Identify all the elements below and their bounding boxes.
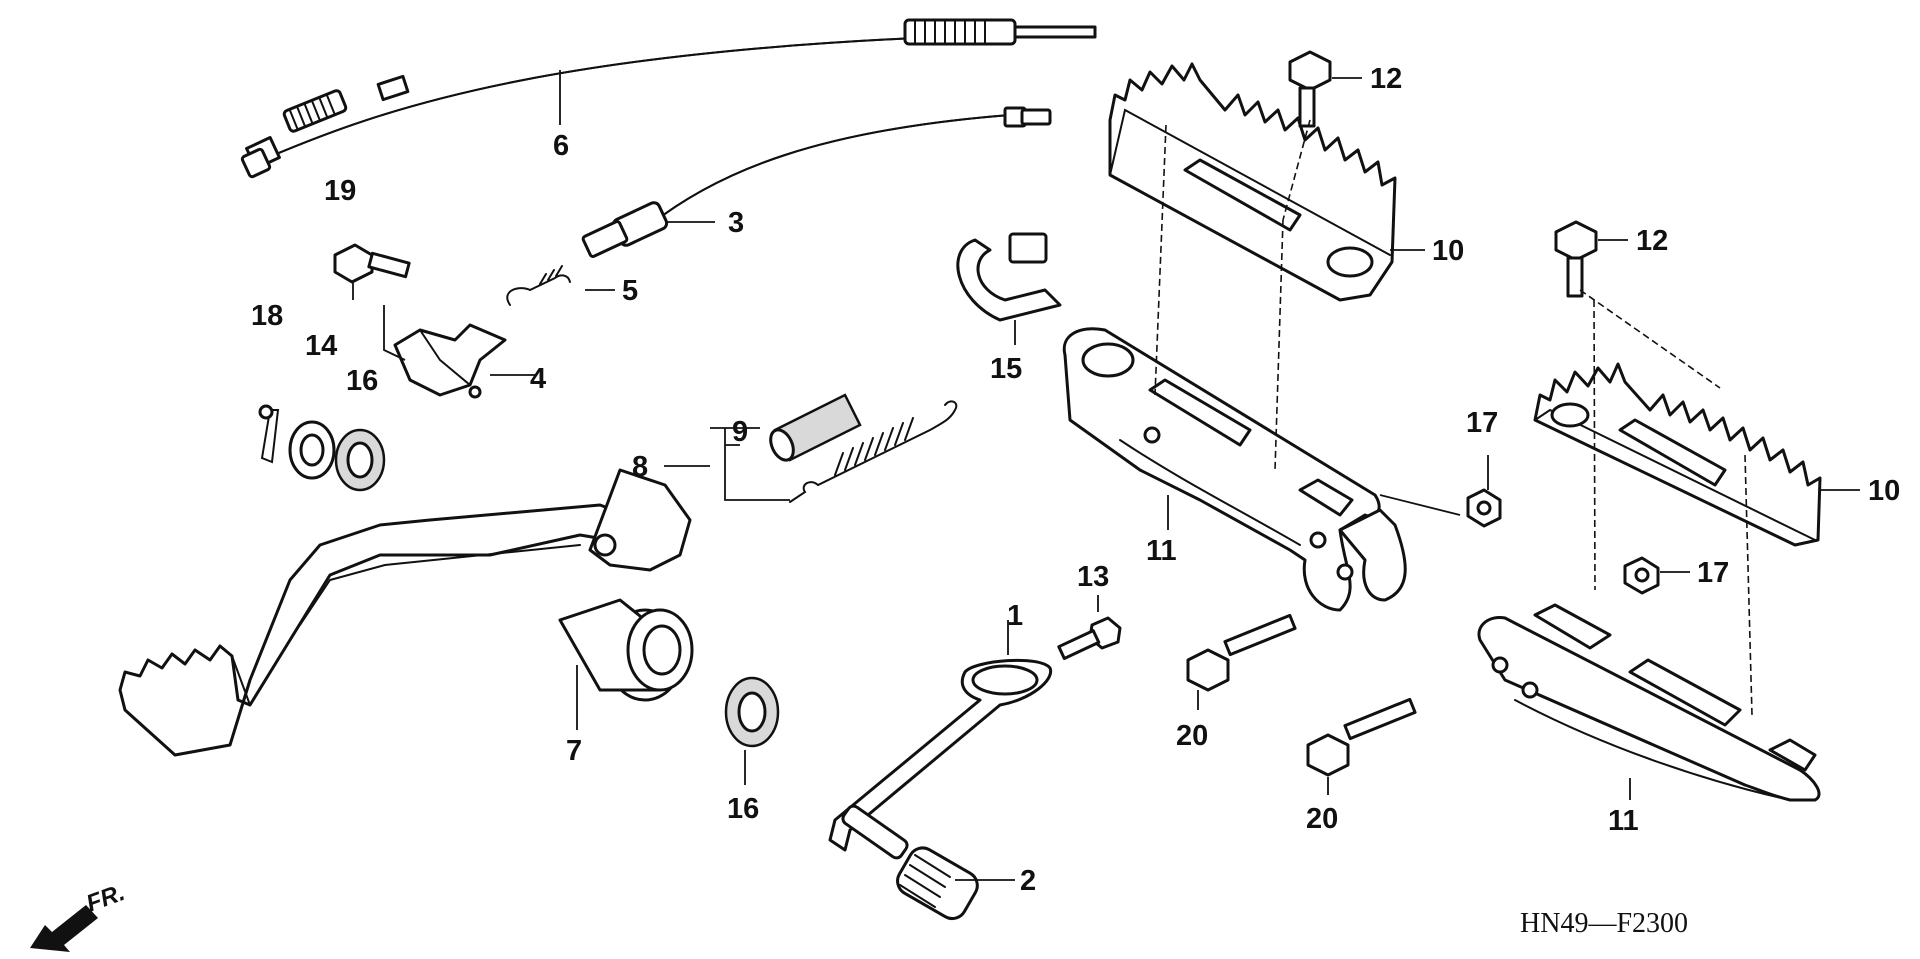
callout-12-lower: 12 <box>1636 225 1668 257</box>
callout-17-lower: 17 <box>1697 557 1729 589</box>
callout-11-upper: 11 <box>1146 535 1177 567</box>
nut-17-upper <box>1466 488 1502 528</box>
pedal-pad-2 <box>896 846 979 921</box>
callout-19: 19 <box>324 175 356 207</box>
callout-8: 8 <box>632 451 648 483</box>
nut-17-lower <box>1623 556 1660 595</box>
bracket-4 <box>393 323 507 399</box>
footpeg-bracket-11-lower <box>1477 603 1821 802</box>
front-arrow-icon: FR. <box>30 879 128 952</box>
diagram-code: HN49—F2300 <box>1520 908 1688 939</box>
assembly-lines <box>1154 119 1753 716</box>
bolt-20-upper <box>1186 613 1297 692</box>
callout-9: 9 <box>732 416 748 448</box>
callout-17-upper: 17 <box>1466 407 1498 439</box>
callout-10-upper: 10 <box>1432 235 1464 267</box>
bolt-12-upper <box>1288 50 1332 128</box>
callout-6: 6 <box>553 130 569 162</box>
footpeg-bracket-11-upper <box>1062 327 1407 612</box>
bolt-12-lower <box>1554 220 1598 298</box>
bushing-16-lower <box>724 676 780 748</box>
callout-16-lower: 16 <box>727 793 759 825</box>
callout-1: 1 <box>1007 600 1023 632</box>
washer-14 <box>288 420 336 480</box>
callout-13: 13 <box>1077 561 1109 593</box>
callout-2: 2 <box>1020 865 1036 897</box>
callout-18: 18 <box>251 300 283 332</box>
switch-spring-5 <box>506 265 571 306</box>
bolt-13 <box>1057 616 1122 660</box>
callout-14: 14 <box>305 330 337 362</box>
sleeve-9 <box>769 393 862 462</box>
footpeg-10-lower <box>1533 362 1822 547</box>
callout-labels: 1 2 3 4 5 6 7 8 9 10 10 11 11 12 12 13 1… <box>251 63 1900 897</box>
callout-4: 4 <box>530 363 546 395</box>
footpeg-10-upper <box>1108 62 1397 302</box>
bushing-16-upper <box>334 428 386 492</box>
lever-1 <box>828 658 1053 860</box>
callout-10-lower: 10 <box>1868 475 1900 507</box>
callout-leaders <box>352 70 1860 881</box>
callout-16-upper: 16 <box>346 365 378 397</box>
callout-5: 5 <box>622 275 638 307</box>
callout-7: 7 <box>566 735 582 767</box>
callout-12-upper: 12 <box>1370 63 1402 95</box>
callout-3: 3 <box>728 207 744 239</box>
callout-11-lower: 11 <box>1608 805 1639 837</box>
brake-switch-3 <box>581 106 1052 258</box>
callout-20-lower: 20 <box>1306 803 1338 835</box>
front-indicator-label: FR. <box>83 879 129 918</box>
bolt-20-lower <box>1306 697 1417 777</box>
callout-15: 15 <box>990 353 1022 385</box>
return-spring-8 <box>789 400 958 503</box>
cotter-pin-18 <box>258 404 280 464</box>
brake-cable-6 <box>240 18 1097 179</box>
clamp-15 <box>956 232 1062 322</box>
brake-pedal-7 <box>118 468 694 757</box>
bolt-19 <box>333 243 411 284</box>
callout-20-upper: 20 <box>1176 720 1208 752</box>
